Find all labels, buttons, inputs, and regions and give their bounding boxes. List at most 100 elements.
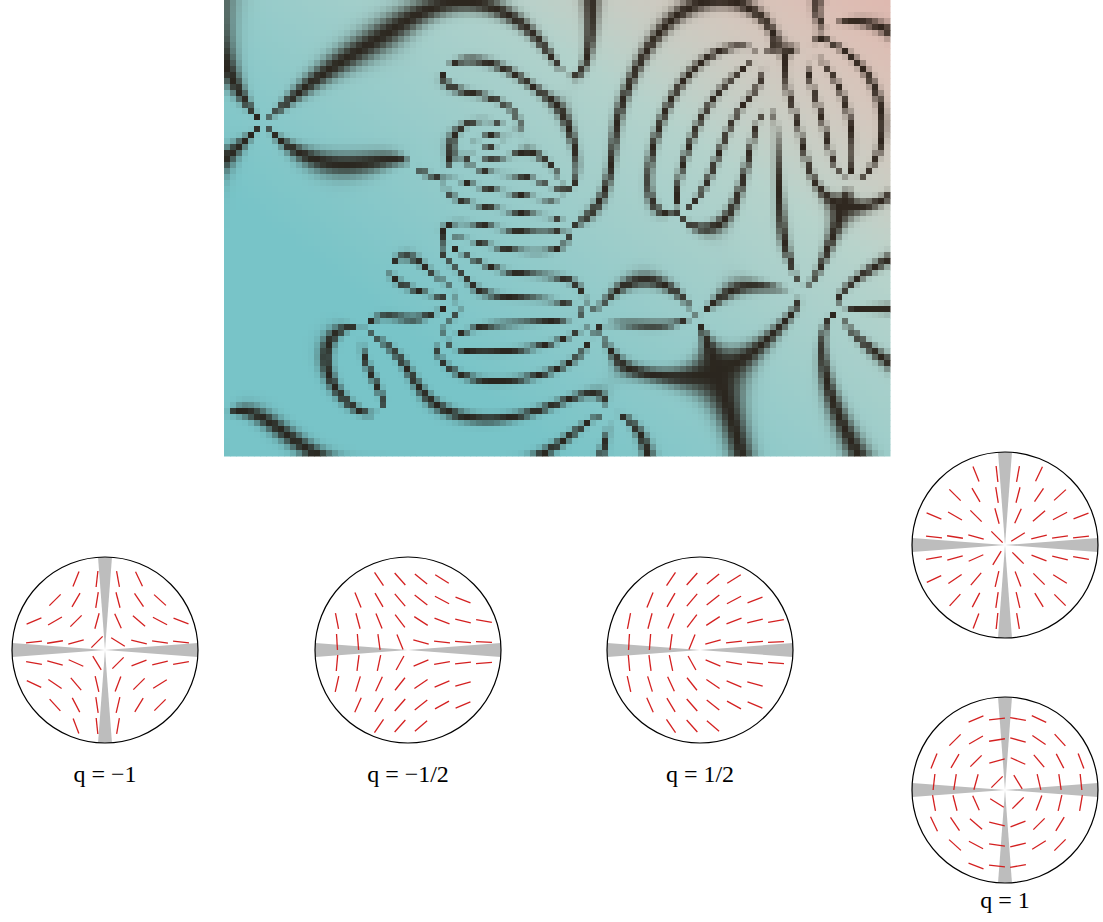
photo-pixel — [626, 42, 633, 49]
photo-pixel — [428, 78, 435, 85]
photo-pixel — [278, 48, 285, 55]
photo-pixel — [230, 0, 237, 7]
photo-pixel — [800, 60, 807, 67]
photo-pixel — [824, 12, 831, 19]
photo-pixel — [632, 12, 639, 19]
photo-pixel — [512, 60, 519, 67]
photo-pixel — [506, 18, 513, 25]
photo-pixel — [302, 6, 309, 13]
photo-pixel — [710, 18, 717, 25]
photo-pixel — [236, 0, 243, 7]
photo-pixel — [554, 36, 561, 43]
photo-pixel — [848, 18, 855, 25]
photo-pixel — [878, 102, 885, 109]
photo-pixel — [278, 72, 285, 79]
photo-pixel — [278, 60, 285, 67]
photo-pixel — [506, 12, 513, 19]
photo-pixel — [410, 84, 417, 91]
photo-pixel — [308, 72, 315, 79]
photo-pixel — [866, 48, 873, 55]
photo-pixel — [350, 66, 357, 73]
photo-pixel — [752, 24, 759, 31]
photo-pixel — [560, 24, 567, 31]
photo-pixel — [434, 24, 441, 31]
photo-pixel — [266, 12, 273, 19]
photo-pixel — [548, 42, 555, 49]
photo-pixel — [392, 36, 399, 43]
photo-pixel — [260, 96, 267, 103]
photo-pixel — [422, 78, 429, 85]
photo-pixel — [530, 24, 537, 31]
photo-pixel — [434, 48, 441, 55]
photo-pixel — [596, 36, 603, 43]
photo-pixel — [470, 72, 477, 79]
photo-pixel — [224, 6, 231, 13]
photo-pixel — [734, 84, 741, 91]
photo-pixel — [788, 72, 795, 79]
photo-pixel — [620, 66, 627, 73]
photo-pixel — [656, 102, 663, 109]
photo-pixel — [320, 18, 327, 25]
photo-pixel — [608, 12, 615, 19]
photo-pixel — [608, 48, 615, 55]
photo-pixel — [698, 96, 705, 103]
photo-pixel — [410, 0, 417, 7]
photo-pixel — [338, 60, 345, 67]
photo-pixel — [812, 42, 819, 49]
photo-pixel — [290, 78, 297, 85]
photo-pixel — [434, 18, 441, 25]
photo-pixel — [836, 66, 843, 73]
photo-pixel — [446, 36, 453, 43]
photo-pixel — [500, 48, 507, 55]
photo-pixel — [284, 54, 291, 61]
photo-pixel — [770, 78, 777, 85]
photo-pixel — [344, 36, 351, 43]
photo-pixel — [470, 48, 477, 55]
photo-pixel — [494, 102, 501, 109]
photo-pixel — [596, 6, 603, 13]
photo-pixel — [614, 72, 621, 79]
photo-pixel — [764, 90, 771, 97]
photo-pixel — [578, 96, 585, 103]
photo-pixel — [332, 48, 339, 55]
photo-pixel — [674, 24, 681, 31]
photo-pixel — [362, 36, 369, 43]
photo-pixel — [326, 60, 333, 67]
photo-pixel — [644, 36, 651, 43]
photo-pixel — [404, 60, 411, 67]
photo-pixel — [614, 60, 621, 67]
photo-pixel — [512, 72, 519, 79]
photo-pixel — [710, 12, 717, 19]
photo-pixel — [554, 48, 561, 55]
photo-pixel — [830, 12, 837, 19]
photo-pixel — [374, 90, 381, 97]
photo-pixel — [782, 24, 789, 31]
photo-pixel — [752, 96, 759, 103]
photo-pixel — [884, 48, 891, 55]
photo-pixel — [230, 48, 237, 55]
photo-pixel — [266, 30, 273, 37]
photo-pixel — [506, 48, 513, 55]
photo-pixel — [368, 6, 375, 13]
photo-pixel — [740, 96, 747, 103]
photo-pixel — [266, 90, 273, 97]
photo-pixel — [224, 12, 231, 19]
photo-pixel — [632, 54, 639, 61]
photo-pixel — [752, 30, 759, 37]
photo-pixel — [626, 6, 633, 13]
photo-pixel — [632, 78, 639, 85]
photo-pixel — [770, 12, 777, 19]
photo-pixel — [740, 6, 747, 13]
photo-pixel — [746, 0, 753, 7]
photo-pixel — [356, 102, 363, 109]
photo-pixel — [878, 60, 885, 67]
photo-pixel — [764, 12, 771, 19]
photo-pixel — [542, 54, 549, 61]
photo-pixel — [452, 42, 459, 49]
photo-pixel — [668, 102, 675, 109]
photo-pixel — [866, 30, 873, 37]
photo-pixel — [248, 78, 255, 85]
photo-pixel — [494, 6, 501, 13]
photo-pixel — [260, 6, 267, 13]
photo-pixel — [770, 30, 777, 37]
